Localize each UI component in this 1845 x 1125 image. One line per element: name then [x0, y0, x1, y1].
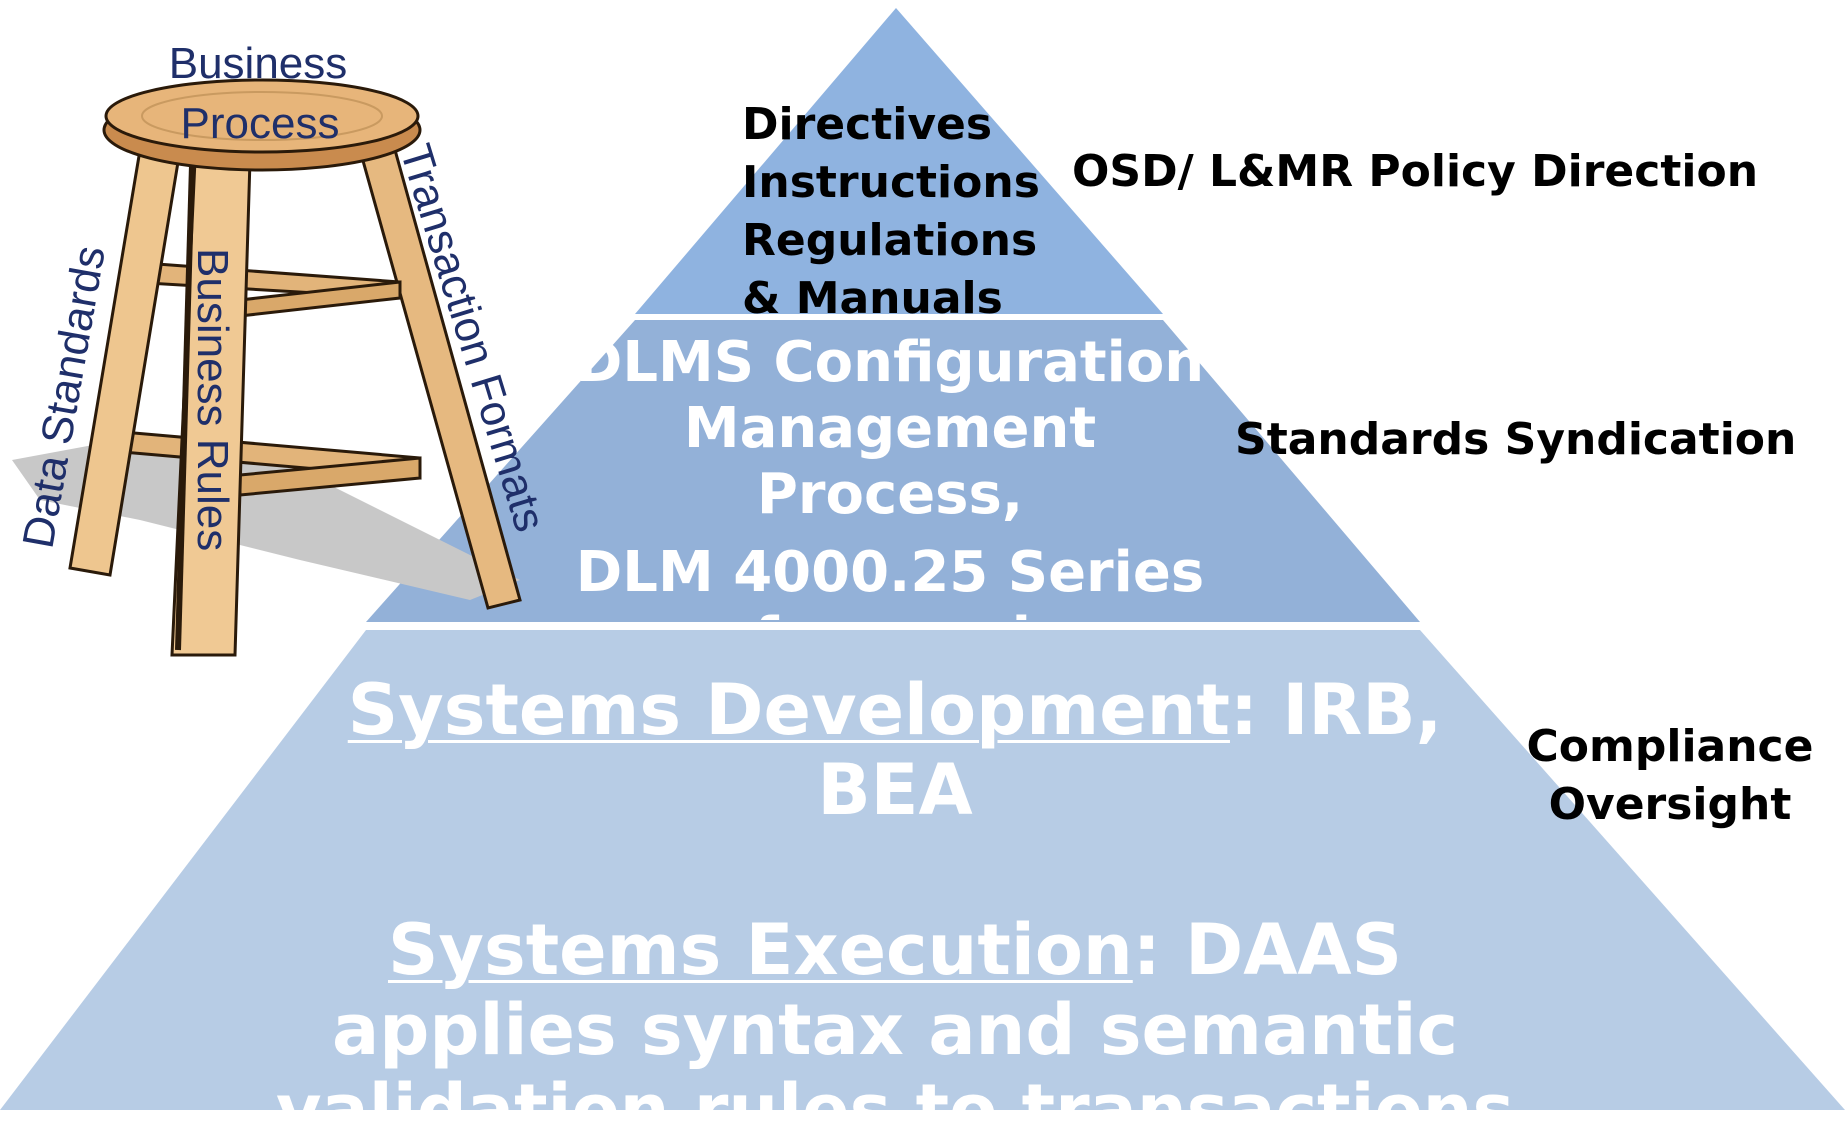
- systems-development-rest: : IRB,: [1229, 670, 1443, 751]
- top-tier-line: Instructions: [742, 157, 1040, 208]
- bottom-tier-text: Systems Development: IRB, BEA Systems Ex…: [130, 670, 1660, 1110]
- systems-execution-heading: Systems Execution: [387, 909, 1133, 991]
- middle-tier-line: of manuals: [520, 606, 1260, 620]
- systems-execution-line2: applies syntax and semantic: [332, 989, 1458, 1071]
- middle-tier-line: Process,: [756, 462, 1024, 527]
- pyramid-tier-middle: [366, 320, 1420, 622]
- systems-execution-rest: : DAAS: [1132, 909, 1402, 991]
- compliance-line: Compliance: [1526, 721, 1814, 772]
- side-label-compliance-oversight: Compliance Oversight: [1500, 718, 1840, 834]
- systems-execution-line3: validation rules to transactions: [275, 1069, 1515, 1110]
- systems-development-line2: BEA: [817, 749, 973, 831]
- stool-shadow: [12, 440, 520, 600]
- pyramid-tier-top: [635, 8, 1163, 314]
- systems-development-heading: Systems Development: [347, 670, 1230, 751]
- stool-leg-label-business-rules: Business Rules: [188, 248, 237, 551]
- pyramid-tier-bottom: [0, 630, 1845, 1110]
- stool-seat-label-1: Business: [169, 39, 348, 88]
- side-label-policy-direction: OSD/ L&MR Policy Direction: [1072, 146, 1759, 197]
- middle-tier-text: DLMS Configuration Management Process, D…: [520, 330, 1260, 620]
- top-tier-line: & Manuals: [742, 273, 1003, 324]
- middle-tier-line: DLM 4000.25 Series: [575, 540, 1205, 605]
- oversight-line: Oversight: [1548, 779, 1792, 830]
- stool-seat-label-2: Process: [181, 99, 340, 148]
- middle-tier-line: Management: [683, 396, 1097, 461]
- side-label-standards-syndication: Standards Syndication: [1235, 414, 1797, 465]
- top-tier-line: Directives: [742, 99, 993, 150]
- stool-illustration: Business Process Data Standards Business…: [12, 39, 555, 657]
- top-tier-text: Directives Instructions Regulations & Ma…: [742, 96, 1040, 328]
- top-tier-line: Regulations: [742, 215, 1038, 266]
- middle-tier-line: DLMS Configuration: [575, 330, 1205, 395]
